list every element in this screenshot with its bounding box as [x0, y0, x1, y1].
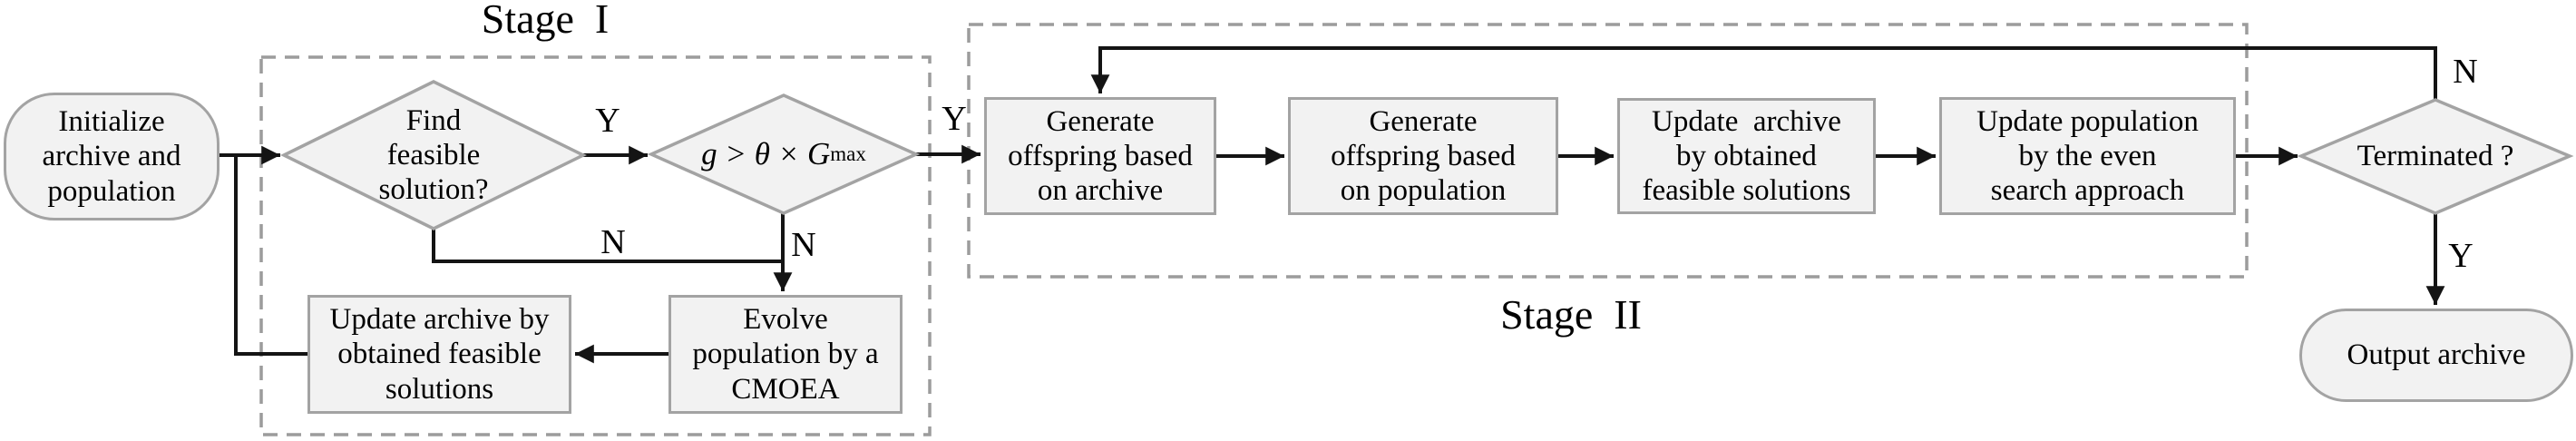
terminated-decision-label: Terminated ? — [2356, 139, 2514, 172]
generate-offspring-archive-node: Generate offspring based on archive — [984, 97, 1216, 215]
edge-terminated-no-loop — [1090, 46, 2437, 102]
stage1-region — [259, 55, 932, 436]
stage1-caption: Stage I — [481, 0, 610, 43]
update-population-node: Update population by the even search app… — [1939, 97, 2236, 215]
evolve-population-node: Evolve population by a CMOEA — [668, 295, 903, 414]
find-feasible-decision-label: Find feasible solution? — [378, 103, 489, 207]
find-no-label: N — [600, 222, 626, 261]
update-archive-stage1-node: Update archive by obtained feasible solu… — [307, 295, 571, 414]
terminated-no-label: N — [2453, 52, 2478, 91]
edge-find-no — [432, 229, 785, 263]
find-feasible-decision-shape — [280, 80, 587, 230]
generate-offspring-population-node: Generate offspring based on population — [1288, 97, 1558, 215]
find-yes-label: Y — [595, 101, 620, 140]
check-yes-label: Y — [942, 99, 967, 138]
generation-check-decision-shape — [647, 93, 921, 215]
check-no-label: N — [791, 225, 816, 264]
edge-archive1-feedback — [234, 157, 309, 356]
generation-check-formula: g > θ × G — [701, 135, 831, 172]
terminated-decision-shape — [2297, 98, 2574, 215]
update-archive-stage2-node: Update archive by obtained feasible solu… — [1617, 98, 1876, 214]
output-archive-node: Output archive — [2299, 309, 2573, 402]
stage2-caption: Stage II — [1500, 291, 1642, 338]
generation-check-formula-subscript: max — [830, 142, 866, 165]
start-node: Initialize archive and population — [4, 93, 220, 220]
terminated-yes-label: Y — [2448, 236, 2474, 275]
